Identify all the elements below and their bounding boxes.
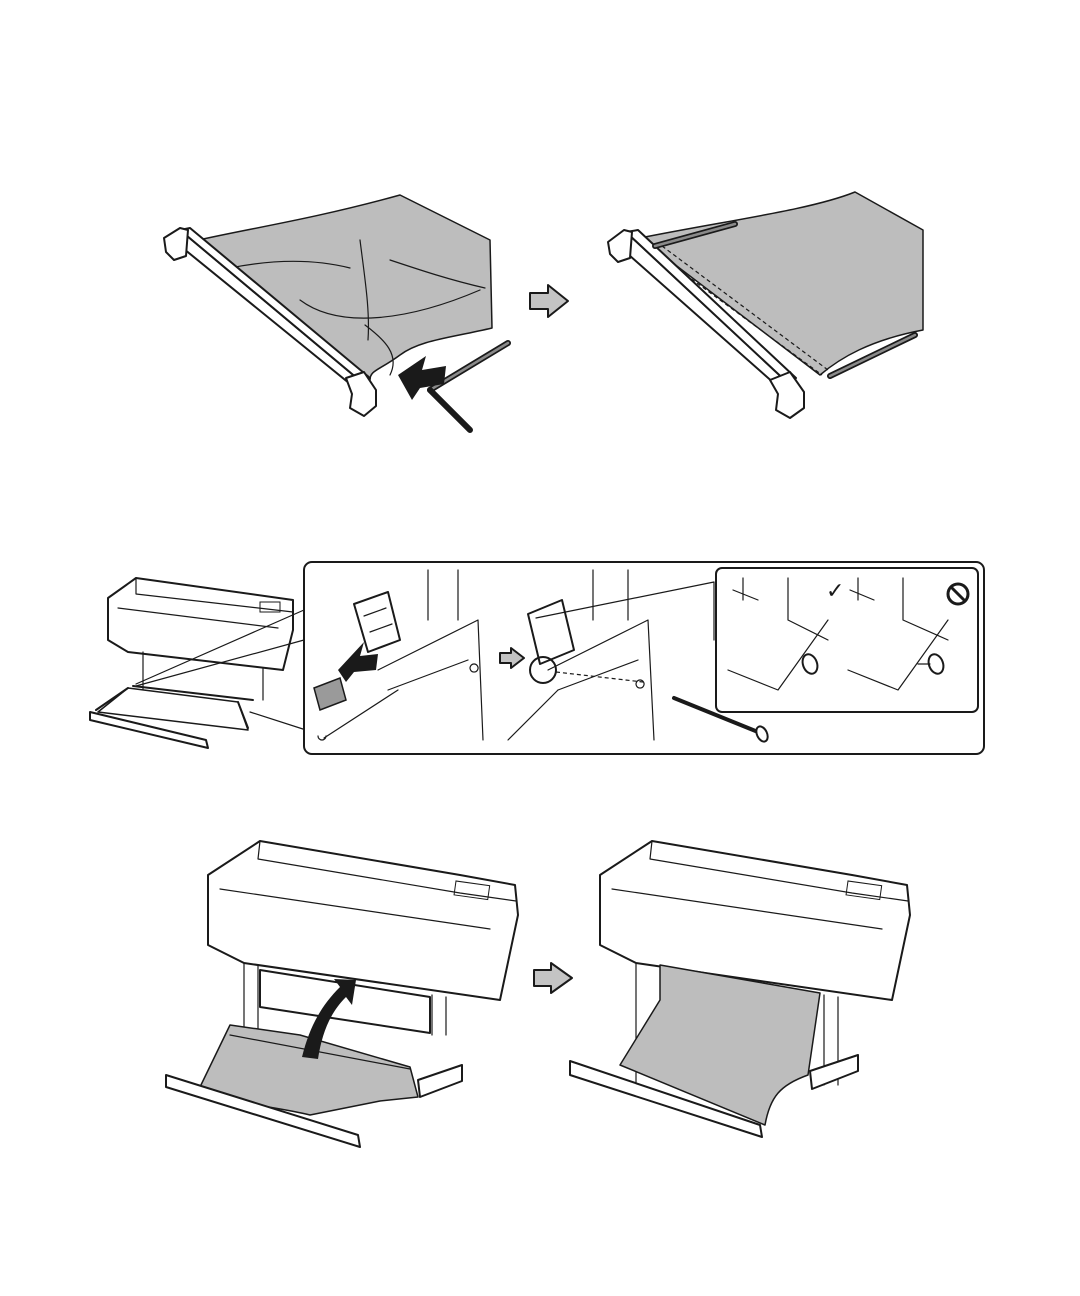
printer-with-basket-illustration — [90, 578, 293, 748]
rod-left — [430, 343, 508, 430]
right-arrow-icon — [534, 963, 572, 993]
figure-1 — [150, 180, 950, 440]
printer-cloth-flip-up-illustration — [166, 841, 518, 1147]
figure-2: ✓ — [88, 560, 988, 760]
figure-2-svg: ✓ — [88, 560, 988, 760]
basket-cloth-rod-insert-illustration — [150, 180, 950, 440]
insert-arrow — [398, 356, 446, 400]
printer-cloth-attached-illustration — [570, 841, 910, 1137]
figure-3 — [160, 835, 930, 1165]
check-mark-icon: ✓ — [826, 579, 844, 604]
callout-box — [716, 568, 978, 712]
right-arrow-icon — [530, 285, 568, 317]
figure-3-svg — [160, 835, 930, 1165]
